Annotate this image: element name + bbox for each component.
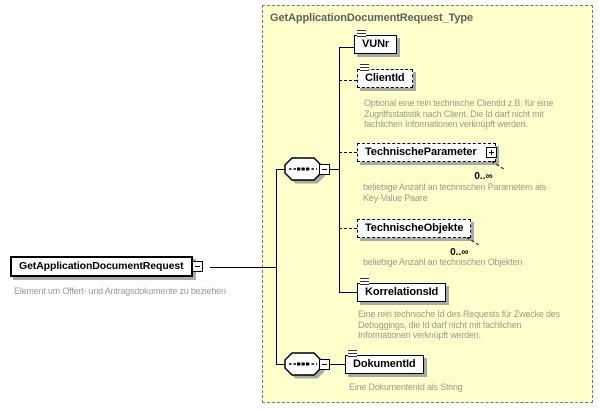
connector-branch-korrelationsid bbox=[339, 292, 357, 293]
annotation-dokumentid: Eine DokumentenId als String bbox=[349, 382, 463, 392]
element-node-technischeparameter[interactable]: TechnischeParameter 0..∞ bbox=[357, 142, 504, 182]
connector-branch-vunr bbox=[339, 47, 354, 48]
connector-stub-sequence-1 bbox=[276, 169, 286, 170]
element-node-clientid[interactable]: ClientId bbox=[357, 64, 413, 88]
sequence-collapse-toggle-icon[interactable] bbox=[319, 164, 330, 175]
annotation-technischeparameter: beliebige Anzahl an technischen Paramete… bbox=[363, 182, 546, 203]
sequence-octagon-icon bbox=[284, 157, 325, 184]
connector-sequence2-out bbox=[330, 364, 345, 365]
element-name: GetApplicationDocumentRequest bbox=[19, 260, 184, 272]
element-node-korrelationsid[interactable]: KorrelationsId bbox=[357, 278, 447, 302]
element-node-vunr[interactable]: VUNr bbox=[354, 30, 398, 54]
annotation-root: Element um Offert- und Antragsdokumente … bbox=[14, 286, 226, 296]
element-node-getapplicationdocumentrequest[interactable]: GetApplicationDocumentRequest bbox=[10, 256, 203, 277]
element-node-dokumentid[interactable]: DokumentId bbox=[345, 350, 424, 374]
element-name: KorrelationsId bbox=[365, 286, 439, 298]
annotation-clientid: Optional eine rein technische ClientId z… bbox=[364, 98, 554, 129]
element-name: VUNr bbox=[362, 38, 390, 50]
element-name: TechnischeParameter bbox=[365, 146, 477, 158]
annotation-technischeobjekte: beliebige Anzahl an technischen Objekten bbox=[363, 257, 523, 267]
element-name: ClientId bbox=[365, 72, 405, 84]
sequence-octagon-icon bbox=[284, 352, 325, 379]
connector-stub-sequence-2 bbox=[276, 364, 286, 365]
expand-toggle-icon[interactable] bbox=[485, 146, 497, 158]
element-node-technischeobjekte[interactable]: TechnischeObjekte 0..∞ bbox=[357, 218, 480, 258]
complex-type-title: GetApplicationDocumentRequest_Type bbox=[270, 12, 473, 24]
connector-sequence1-out bbox=[330, 169, 339, 170]
connector-children-trunk bbox=[339, 47, 340, 293]
element-name: TechnischeObjekte bbox=[365, 222, 464, 234]
text-lines-icon bbox=[360, 64, 369, 72]
connector-root-to-trunk bbox=[210, 267, 276, 268]
complex-type-panel: GetApplicationDocumentRequest_Type bbox=[262, 5, 593, 403]
collapse-toggle-icon[interactable] bbox=[191, 260, 203, 272]
sequence-collapse-toggle-icon[interactable] bbox=[319, 359, 330, 370]
connector-branch-clientid bbox=[339, 80, 357, 81]
connector-root-trunk bbox=[276, 169, 277, 365]
text-lines-icon bbox=[360, 278, 369, 286]
text-lines-icon bbox=[348, 350, 357, 358]
connector-branch-technischeobjekte bbox=[339, 228, 357, 229]
sequence-compositor-icon[interactable] bbox=[284, 157, 330, 185]
occurrence-label: 0..∞ bbox=[474, 171, 493, 182]
occurrence-label: 0..∞ bbox=[450, 247, 469, 258]
connector-branch-technischeparameter bbox=[339, 152, 357, 153]
sequence-compositor-icon[interactable] bbox=[284, 352, 330, 380]
annotation-korrelationsid: Eine rein technische Id des Requests für… bbox=[358, 309, 560, 340]
text-lines-icon bbox=[357, 30, 366, 38]
element-name: DokumentId bbox=[353, 358, 416, 370]
